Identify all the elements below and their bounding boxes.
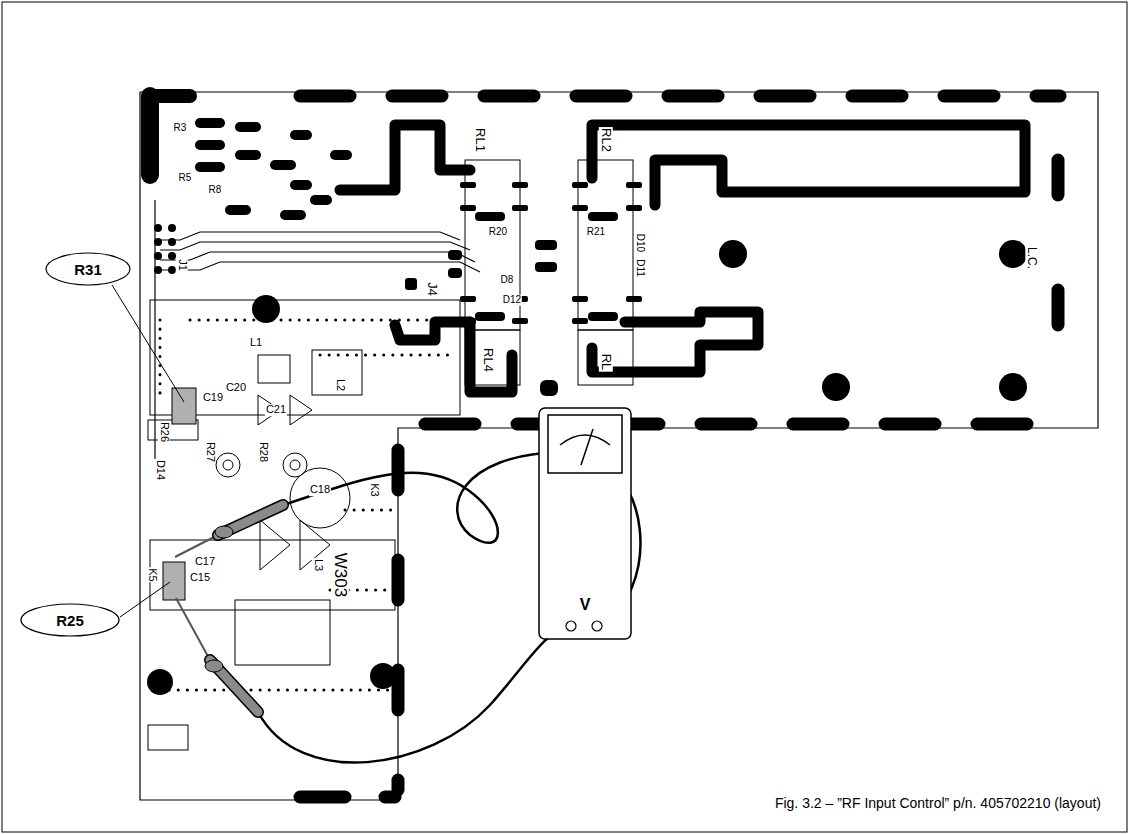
silkscreen-label: R27 — [204, 441, 216, 463]
silkscreen-label: L2 — [334, 378, 346, 392]
silkscreen-label: C18 — [309, 484, 331, 496]
resistor-r31 — [172, 388, 196, 424]
silkscreen-label: D14 — [154, 459, 166, 481]
callout-oval: R25 — [20, 603, 120, 637]
silkscreen-label: L3 — [312, 558, 324, 572]
silkscreen-label: C21 — [265, 404, 287, 416]
silkscreen-label: J1 — [176, 258, 188, 272]
silkscreen-label: L1 — [249, 337, 263, 349]
resistor-r25 — [163, 562, 185, 600]
silkscreen-label: R21 — [586, 227, 606, 238]
mounting-holes — [147, 240, 1027, 695]
node-text: V — [580, 596, 591, 614]
node-text: R31 — [74, 261, 102, 278]
test-lead — [258, 627, 571, 763]
silkscreen-label: K3 — [368, 482, 380, 497]
rf-tracks — [340, 125, 1025, 392]
silkscreen-label: R20 — [488, 227, 508, 238]
silkscreen-label: R28 — [257, 441, 269, 463]
figure-caption: Fig. 3.2 – ”RF Input Control” p/n. 40570… — [775, 795, 1101, 811]
silkscreen-label: D11 — [635, 258, 646, 278]
silkscreen-label: R26 — [158, 421, 170, 443]
board-outline — [140, 92, 1098, 800]
silkscreen-label: D10 — [635, 233, 646, 253]
probe — [176, 598, 258, 712]
voltmeter: V — [538, 407, 632, 640]
via-rows — [160, 320, 450, 690]
callout-oval: R31 — [45, 252, 131, 286]
silkscreen-label: D12 — [502, 295, 522, 306]
silkscreen-label: R8 — [208, 185, 223, 196]
ground-pads — [150, 96, 1060, 797]
silkscreen-label: W303 — [331, 552, 349, 598]
silkscreen-label: C17 — [194, 556, 216, 568]
smd-pads — [405, 182, 642, 396]
leader-line — [120, 582, 170, 617]
relay-outlines — [465, 160, 633, 385]
probe — [175, 505, 283, 557]
leader-line — [112, 285, 184, 402]
rf-section — [148, 300, 460, 750]
silkscreen-label: J4 — [425, 281, 439, 297]
silkscreen-label: K5 — [146, 567, 158, 582]
silkscreen-label: RL — [599, 353, 613, 372]
node-text: R25 — [56, 612, 84, 629]
silkscreen-label: RL2 — [599, 127, 613, 153]
silkscreen-label: RL1 — [473, 127, 487, 153]
silkscreen-label: RL4 — [481, 347, 495, 373]
silkscreen-label: C20 — [225, 382, 247, 394]
control-components — [154, 118, 352, 274]
silkscreen-label: C15 — [189, 572, 211, 584]
bus-lines — [155, 200, 480, 460]
silkscreen-label: L.C. — [1026, 246, 1039, 270]
silkscreen-label: C19 — [202, 392, 224, 404]
silkscreen-label: R3 — [173, 123, 188, 134]
silkscreen-label: R5 — [178, 173, 193, 184]
silkscreen-label: D8 — [500, 275, 515, 286]
